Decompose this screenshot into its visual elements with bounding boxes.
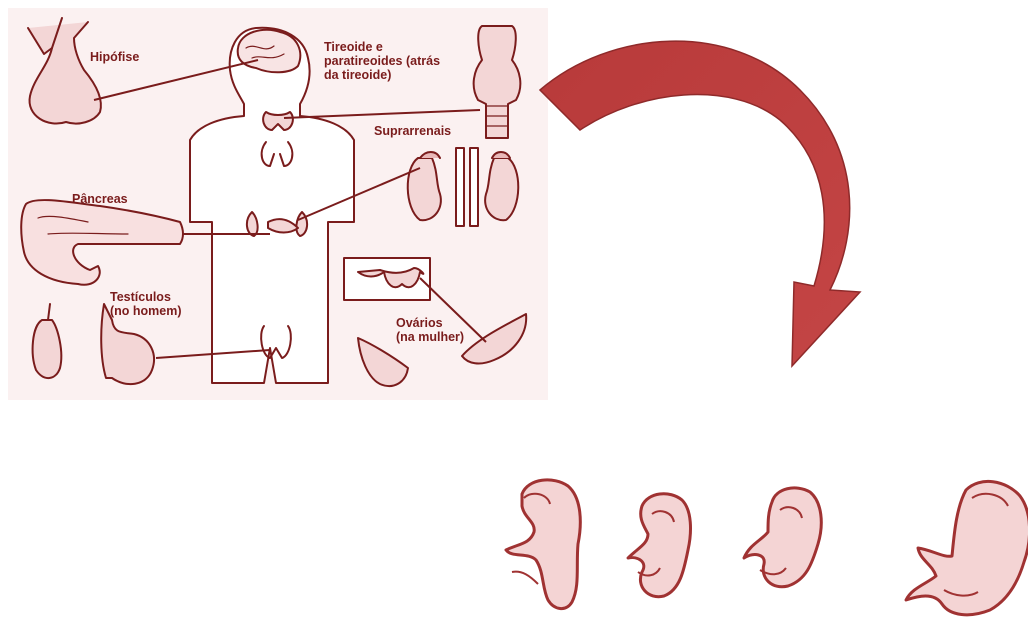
label-ovarios: Ovários (na mulher): [396, 316, 464, 344]
pancreas-organ: [21, 200, 183, 285]
endocrine-system-diagram: Hipófise Tireoide e paratireoides (atrás…: [8, 8, 548, 400]
ovary-organ-1: [462, 314, 526, 363]
label-pancreas: Pâncreas: [72, 192, 128, 206]
hypophysis-organ: [28, 22, 101, 124]
embryo-stage-1: [506, 480, 580, 609]
arrow-body: [540, 41, 860, 366]
testis-organ-1: [33, 320, 62, 378]
curved-arrow: [530, 20, 930, 380]
embryo-stage-2: [628, 494, 690, 597]
label-hipofise: Hipófise: [90, 50, 139, 64]
embryo-development-strip: [488, 440, 1028, 626]
thyroid-organ: [474, 26, 521, 138]
kidneys-organ: [408, 158, 441, 220]
ovary-organ-2: [358, 338, 408, 386]
brain-shape: [238, 30, 301, 73]
label-tireoide: Tireoide e paratireoides (atrás da tireo…: [324, 40, 440, 82]
label-suprarrenais: Suprarrenais: [374, 124, 451, 138]
label-testiculos: Testículos (no homem): [110, 290, 182, 318]
